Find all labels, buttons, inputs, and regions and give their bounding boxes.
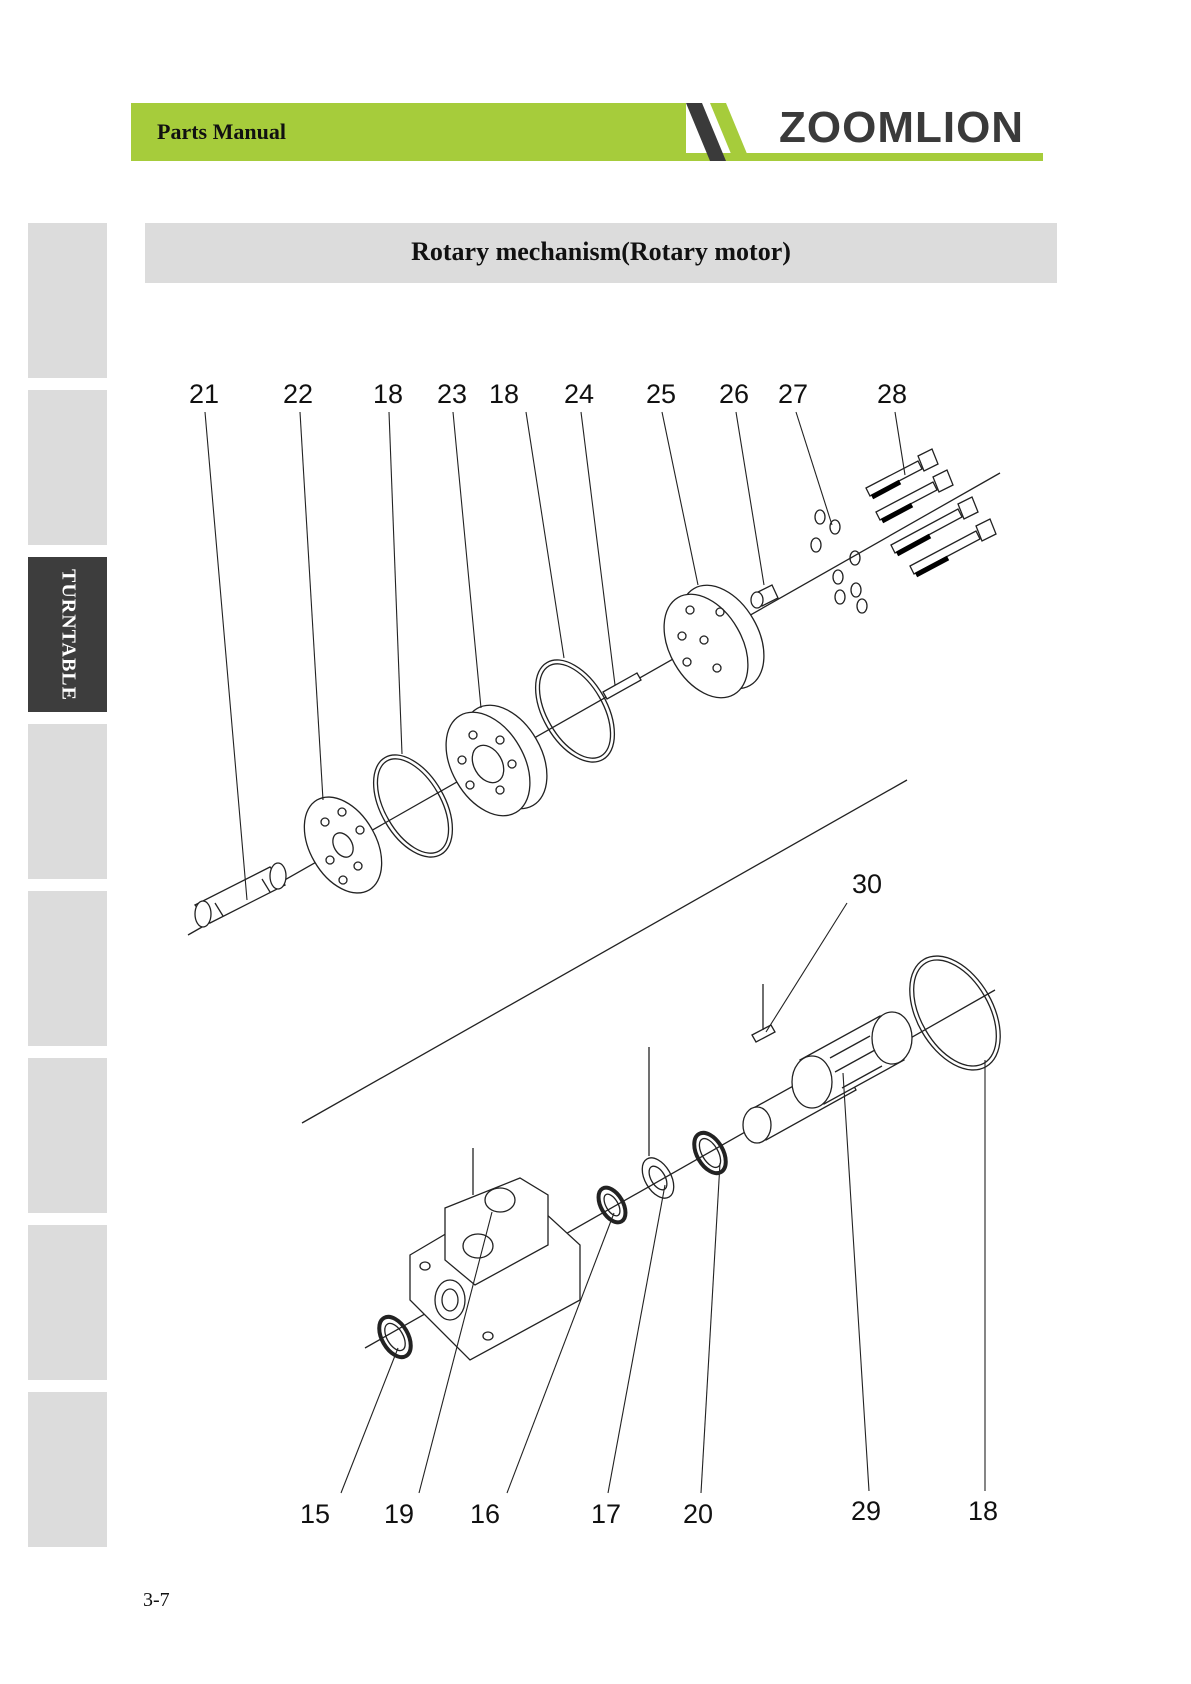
part-25-end-cover <box>663 584 765 699</box>
callout-30: 30 <box>852 869 882 899</box>
separator-line <box>301 779 908 1124</box>
callout-29: 29 <box>851 1496 881 1526</box>
part-27-washers <box>810 509 868 614</box>
callout-19: 19 <box>384 1499 414 1529</box>
part-20-bearing <box>692 1130 728 1176</box>
part-30-key <box>751 1024 776 1043</box>
brand-slash-icon <box>686 103 750 161</box>
callout-15: 15 <box>300 1499 330 1529</box>
part-17-thrust-washer <box>641 1157 675 1199</box>
section-title-bar: Rotary mechanism(Rotary motor) <box>145 223 1057 283</box>
section-title: Rotary mechanism(Rotary motor) <box>411 237 791 266</box>
callout-24: 24 <box>564 379 594 409</box>
part-16-seal <box>596 1185 628 1225</box>
sidebar-tab-1[interactable] <box>28 223 107 378</box>
sidebar-tab-8[interactable] <box>28 1392 107 1547</box>
callout-18b: 18 <box>489 379 519 409</box>
part-24-pin <box>602 672 642 700</box>
callout-18c: 18 <box>968 1496 998 1526</box>
part-15-seal <box>377 1314 413 1360</box>
part-18-oring-c <box>909 955 1001 1071</box>
page-number: 3-7 <box>143 1589 170 1611</box>
callout-16: 16 <box>470 1499 500 1529</box>
header-underline <box>686 153 1043 161</box>
part-26-plug <box>750 584 779 609</box>
callout-23: 23 <box>437 379 467 409</box>
manual-title: Parts Manual <box>157 119 286 144</box>
brand-logo: ZOOMLION <box>779 103 1025 152</box>
upper-axis-line <box>187 472 1001 936</box>
callout-27: 27 <box>778 379 808 409</box>
sidebar-tab-2[interactable] <box>28 390 107 545</box>
callout-28: 28 <box>877 379 907 409</box>
part-22-valve-plate <box>303 796 383 894</box>
part-18-oring-a <box>372 754 454 858</box>
callout-20: 20 <box>683 1499 713 1529</box>
sidebar-tab-4[interactable] <box>28 724 107 879</box>
sidebar-tab-5[interactable] <box>28 891 107 1046</box>
callout-18a: 18 <box>373 379 403 409</box>
sidebar-tab-turntable[interactable]: TURNTABLE <box>28 557 107 712</box>
header-green-band <box>131 103 686 161</box>
callout-21: 21 <box>189 379 219 409</box>
callout-22: 22 <box>283 379 313 409</box>
part-21-drive-shaft <box>193 862 287 928</box>
part-29-output-shaft <box>742 1011 913 1144</box>
callout-17: 17 <box>591 1499 621 1529</box>
part-28-bolts <box>865 448 997 575</box>
page-header: Parts Manual ZOOMLION <box>131 103 1043 161</box>
sidebar-tab-7[interactable] <box>28 1225 107 1380</box>
part-23-gerotor <box>445 704 548 817</box>
part-19-housing <box>409 1177 581 1361</box>
callout-26: 26 <box>719 379 749 409</box>
part-18-oring-b <box>534 659 616 763</box>
callout-25: 25 <box>646 379 676 409</box>
sidebar-tab-6[interactable] <box>28 1058 107 1213</box>
